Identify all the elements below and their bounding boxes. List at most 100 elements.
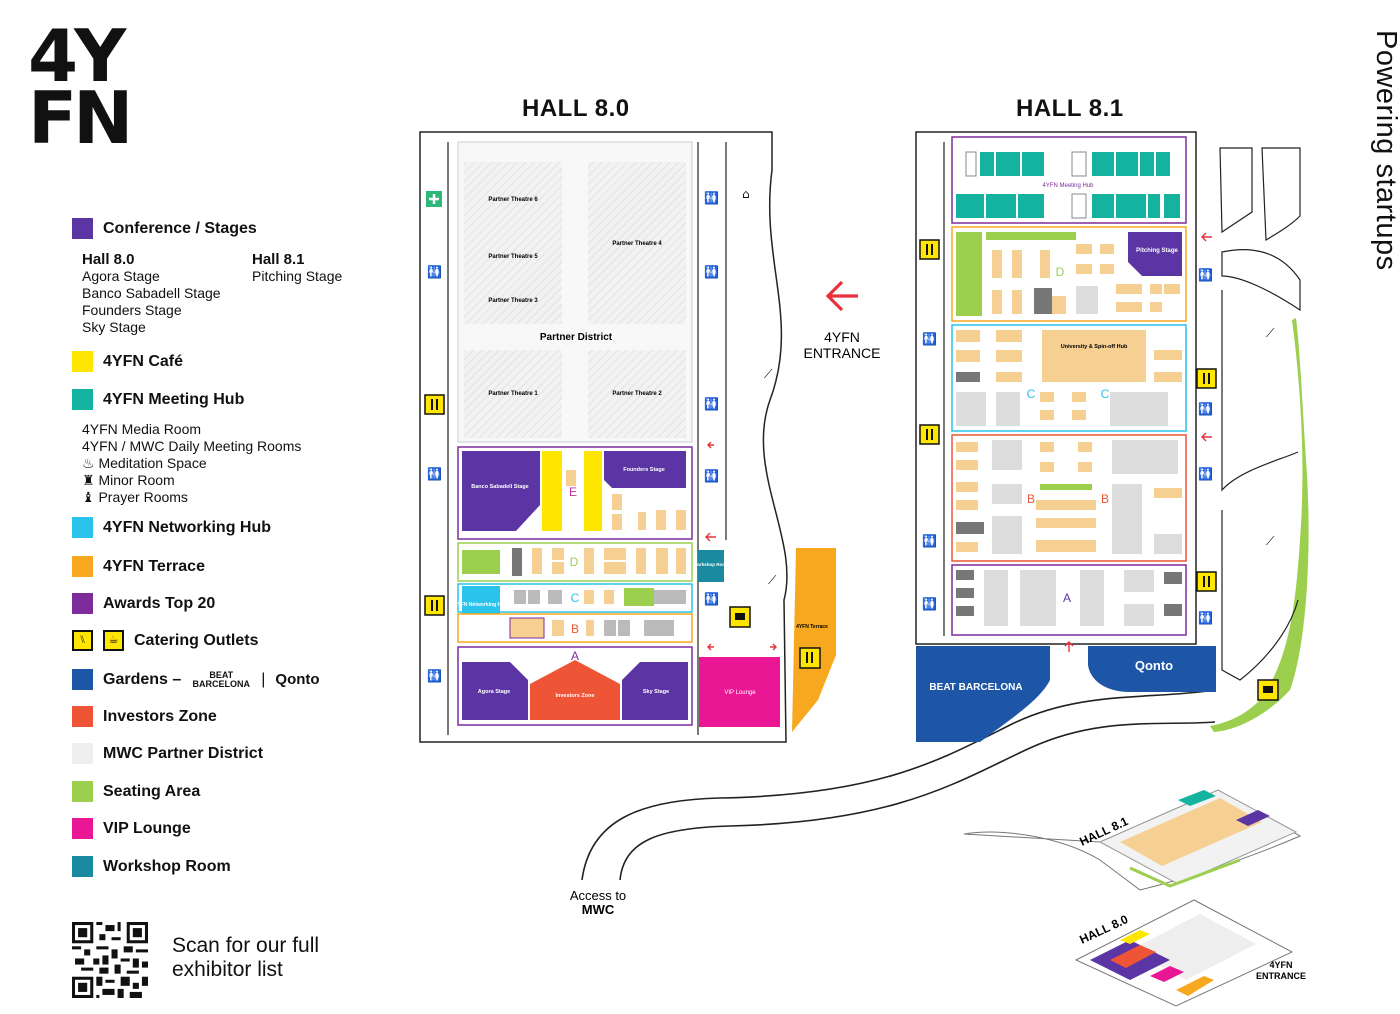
arrow-icon — [1064, 232, 1212, 652]
terrace[interactable] — [792, 548, 836, 732]
vip-lounge[interactable] — [699, 657, 780, 727]
legend-hall81-list: Hall 8.1 Pitching Stage — [252, 251, 342, 285]
outdoor-paths — [1219, 147, 1301, 681]
qonto-label: Qonto — [1135, 658, 1173, 673]
zone-b-81-letter: B — [1027, 492, 1035, 506]
entrance-arrow — [825, 280, 858, 312]
swatch-investors — [72, 706, 93, 727]
restroom-icon: 🚻 — [1198, 611, 1213, 625]
partner-theatre-block[interactable] — [464, 162, 562, 324]
partner-theatre-block[interactable] — [464, 350, 562, 438]
iso-entrance-label-2: ENTRANCE — [1256, 971, 1306, 981]
booth-group — [566, 470, 686, 530]
legend-workshop-label: Workshop Room — [103, 857, 231, 875]
logo-line-2: FN — [28, 76, 133, 160]
restroom-icon: 🚻 — [1198, 268, 1213, 282]
legend-hall81-item: Pitching Stage — [252, 268, 343, 284]
legend-workshop: Workshop Room — [72, 856, 231, 877]
workshop-room[interactable] — [698, 550, 724, 582]
legend-investors-label: Investors Zone — [103, 707, 217, 725]
cafe-block[interactable] — [542, 451, 562, 531]
swatch-meeting-hub — [72, 389, 93, 410]
booth — [604, 590, 614, 604]
booth-group — [984, 570, 1154, 626]
qonto-garden[interactable] — [1088, 646, 1216, 692]
catering-icon — [919, 239, 1279, 701]
banco-sabadell-stage[interactable] — [462, 451, 540, 531]
beat-barcelona-garden[interactable] — [916, 646, 1050, 742]
seating-area[interactable] — [624, 588, 654, 606]
iso-hall-81: HALL 8.1 — [963, 789, 1302, 891]
legend-investors: Investors Zone — [72, 706, 217, 727]
restroom-icon: 🚻 — [1198, 402, 1213, 416]
partner-theatre-3: Partner Theatre 3 — [488, 298, 538, 304]
escalator-icon: ⟋ — [1266, 326, 1275, 340]
escalator-icon: ⟋ — [1266, 534, 1275, 548]
partner-theatre-block[interactable] — [588, 162, 686, 324]
arrow-icon — [705, 441, 777, 651]
cafe-block[interactable] — [584, 451, 602, 531]
seating-area[interactable] — [986, 232, 1076, 240]
zone-a-letter: A — [571, 649, 579, 663]
catering-icon — [424, 394, 821, 669]
booth-group — [604, 620, 674, 636]
iso-hall-80: HALL 8.0 4YFN ENTRANCE — [1074, 899, 1306, 1007]
qonto-logo: Qonto — [275, 671, 320, 688]
restroom-icon: 🚻 — [427, 265, 442, 279]
partner-theatre-block[interactable] — [588, 350, 686, 438]
hall-81-map: 4YFN Meeting Hub Pitching Stage D Univer… — [915, 131, 1309, 742]
agora-stage[interactable] — [462, 662, 528, 720]
restroom-icon: 🚻 — [922, 597, 937, 611]
legend-vip: VIP Lounge — [72, 818, 191, 839]
pitching-stage-label: Pitching Stage — [1136, 248, 1178, 254]
legend-partner-label: MWC Partner District — [103, 744, 264, 762]
entrance-label-2: ENTRANCE — [803, 345, 880, 361]
networking-hub-label: 4YFN Networking Hub — [455, 602, 508, 608]
pitching-stage[interactable] — [1128, 232, 1182, 276]
legend-gardens: Gardens – BEAT BARCELONA | Qonto — [72, 669, 320, 690]
zone-b-letter: B — [571, 622, 579, 636]
partner-theatre-6: Partner Theatre 6 — [488, 197, 538, 203]
booth-group — [514, 590, 686, 604]
legend-hall81-head: Hall 8.1 — [252, 251, 305, 268]
fork-knife-icon: ⑊ — [72, 630, 93, 651]
investors-zone[interactable] — [530, 660, 620, 720]
seating-area[interactable] — [462, 550, 500, 574]
restroom-icon: 🚻 — [704, 592, 719, 606]
zone-d-81-letter: D — [1056, 265, 1065, 279]
qr-code[interactable] — [72, 922, 148, 998]
founders-stage-label: Founders Stage — [623, 467, 665, 473]
outdoor-seating-strip[interactable] — [1210, 318, 1309, 732]
university-hub[interactable] — [1042, 330, 1146, 382]
founders-stage[interactable] — [604, 451, 686, 488]
legend-vip-label: VIP Lounge — [103, 819, 191, 837]
divider: | — [261, 670, 266, 688]
terrace-label: 4YFN Terrace — [796, 624, 828, 630]
sky-stage[interactable] — [622, 662, 688, 720]
hall-80-title: HALL 8.0 — [522, 95, 630, 122]
partner-theatre-4: Partner Theatre 4 — [612, 241, 662, 247]
seating-area[interactable] — [1040, 484, 1092, 490]
legend-conference-label: Conference / Stages — [103, 219, 257, 237]
zone-a-81-letter: A — [1063, 591, 1071, 605]
legend-meeting-item: Meditation Space — [98, 455, 207, 471]
awards-booth[interactable] — [509, 617, 545, 639]
iso-entrance-label-1: 4YFN — [1269, 960, 1292, 970]
beat-barcelona-label: BEAT BARCELONA — [929, 682, 1022, 693]
booth-group — [956, 330, 1182, 420]
legend-meeting-item: Minor Room — [98, 472, 175, 488]
legend-meeting-item: 4YFN Media Room — [82, 421, 202, 437]
booth-group — [956, 392, 1168, 426]
seating-area[interactable] — [956, 232, 982, 316]
partner-theatre-1: Partner Theatre 1 — [488, 391, 538, 397]
partner-theatre-2: Partner Theatre 2 — [612, 391, 662, 397]
meditation-icon: ♨ — [82, 455, 95, 471]
swatch-partner — [72, 743, 93, 764]
zone-c-81-letter-2: C — [1101, 387, 1110, 401]
legend-seating-label: Seating Area — [103, 782, 201, 800]
agora-stage-label: Agora Stage — [478, 689, 510, 695]
hall-80-map: Partner Theatre 6 Partner Theatre 5 Part… — [419, 131, 836, 743]
access-label-2: MWC — [582, 902, 615, 917]
legend-awards-label: Awards Top 20 — [103, 594, 216, 612]
